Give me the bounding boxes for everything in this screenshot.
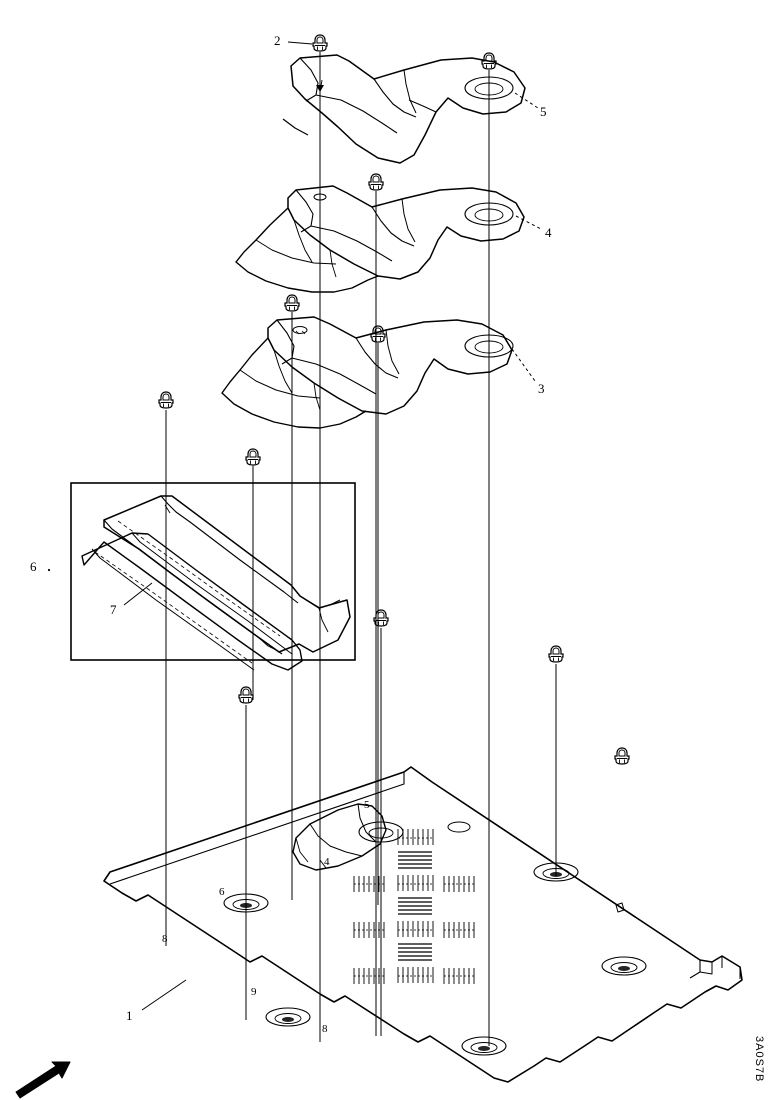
panel-lower xyxy=(221,316,514,429)
callout-label-4-pan: 4 xyxy=(324,856,330,868)
panel-middle xyxy=(235,185,525,293)
bracket-on-pan xyxy=(292,803,404,871)
floor-pan-texture-grid xyxy=(353,829,476,984)
clip-icon xyxy=(312,34,328,52)
clip-icon xyxy=(158,391,174,409)
panel-lower-pin-hole xyxy=(292,326,308,335)
detail-box xyxy=(70,482,356,661)
panel-middle-pin-hole xyxy=(313,193,327,201)
floor-pan-holes xyxy=(223,821,647,1056)
panel-upper-pin-hole xyxy=(316,85,324,92)
callout-label-5: 5 xyxy=(540,104,547,119)
panel-upper xyxy=(282,54,526,164)
callout-label-4: 4 xyxy=(545,225,552,240)
floor-pan xyxy=(103,766,743,1083)
callout-label-9: 9 xyxy=(251,986,257,998)
callout-label-2: 2 xyxy=(274,33,281,48)
callout-label-7: 7 xyxy=(110,602,117,617)
clip-icon xyxy=(548,645,564,663)
clip-icon xyxy=(245,448,261,466)
clip-icon xyxy=(238,686,254,704)
callout-label-6: 6 xyxy=(30,559,37,574)
clip-icon xyxy=(481,52,497,70)
clip-icon xyxy=(284,294,300,312)
callout-line-4 xyxy=(515,215,542,230)
callout-label-1: 1 xyxy=(126,1008,133,1023)
clip-icon xyxy=(368,173,384,191)
callout-label-8-mid: 8 xyxy=(322,1023,328,1035)
callout-line-3 xyxy=(511,348,536,382)
callout-label-6-pan: 6 xyxy=(219,886,225,898)
callout-leader-1 xyxy=(141,979,187,1011)
callout-leader-6-detail xyxy=(47,568,51,572)
callout-line-5 xyxy=(514,92,539,109)
clip-icon xyxy=(370,325,386,343)
callout-leader-2 xyxy=(287,41,313,45)
callout-label-8-left: 8 xyxy=(162,933,168,945)
callout-label-5-pan: 5 xyxy=(364,799,370,811)
sheet-code: 3A0S7B xyxy=(753,1036,765,1083)
rail-assembly xyxy=(81,495,351,671)
callout-label-3: 3 xyxy=(538,381,545,396)
clip-icon xyxy=(614,747,630,765)
callout-leader-7 xyxy=(123,582,153,606)
orientation-arrow-icon xyxy=(15,1061,71,1099)
